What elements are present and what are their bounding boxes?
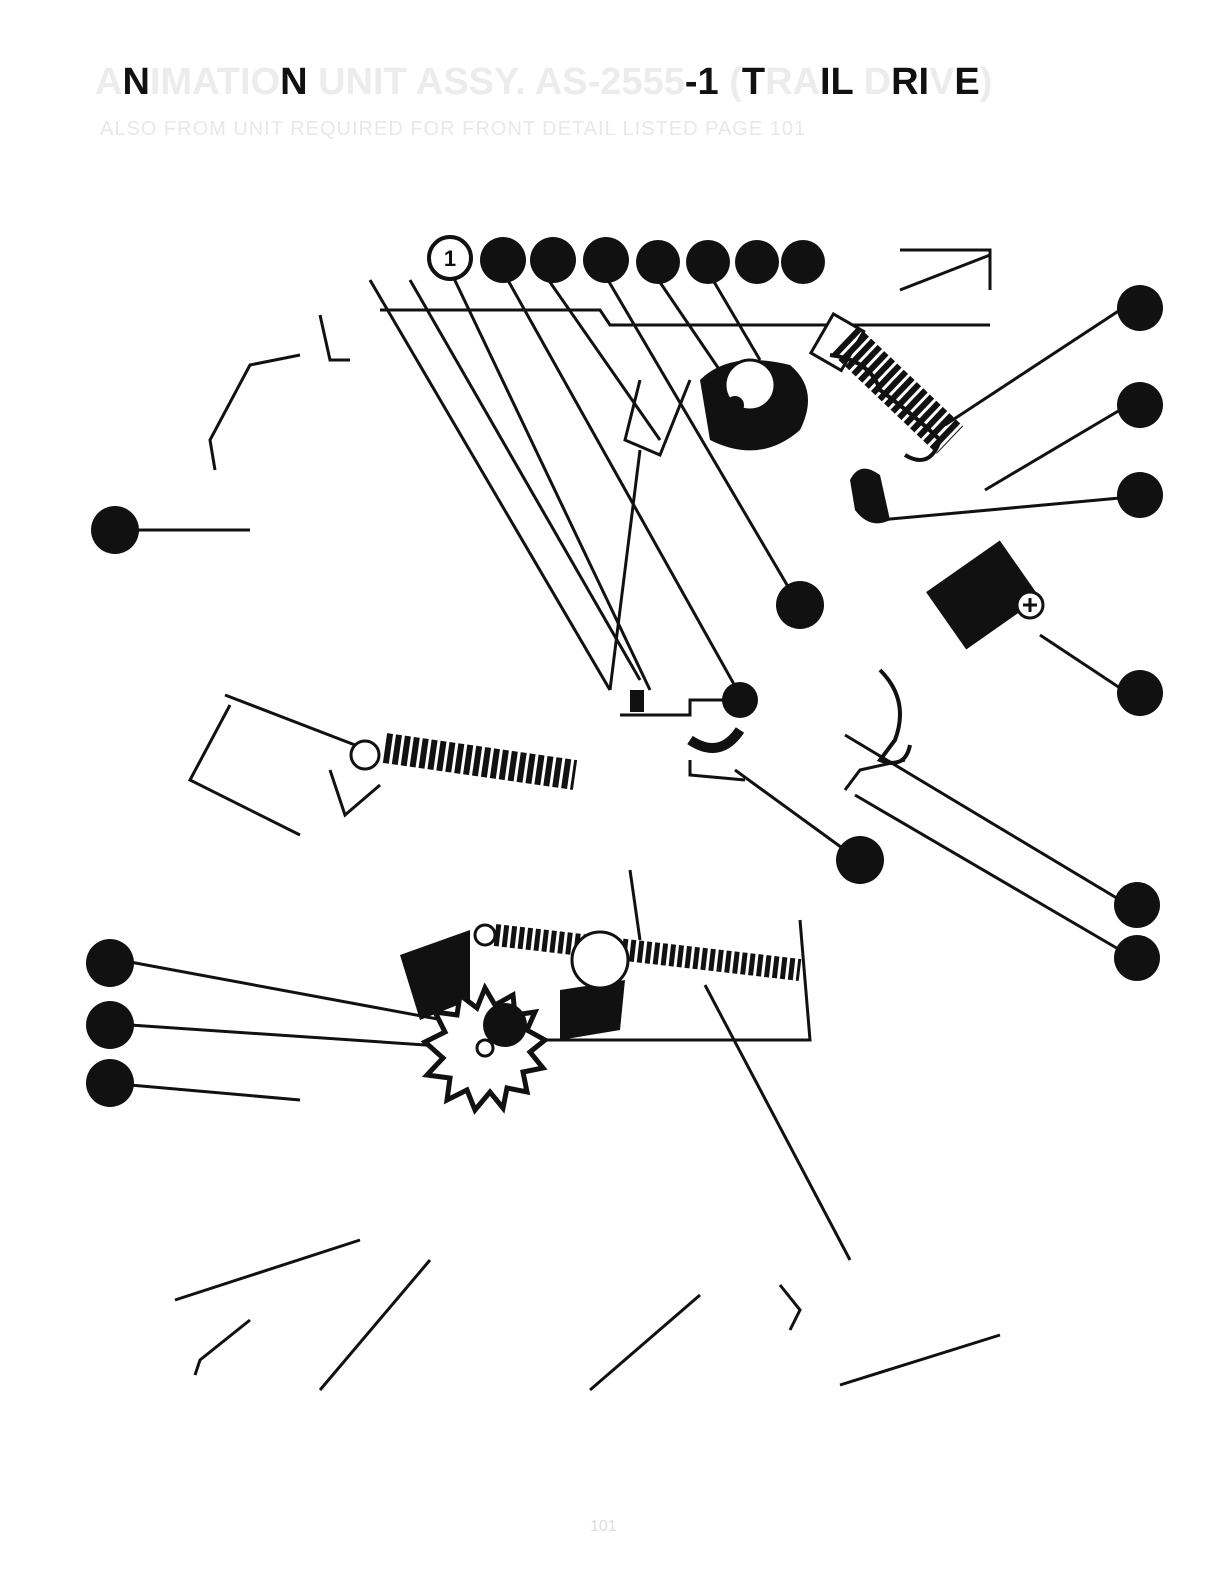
mounting-plate (926, 540, 1040, 650)
callout (480, 237, 526, 283)
spring-middle (382, 733, 578, 790)
title-segment: IL (819, 61, 854, 103)
title-segment: -1 (684, 61, 719, 103)
title-segment: V (929, 61, 955, 103)
callout (1117, 382, 1163, 428)
callout-outlined (427, 235, 473, 281)
clamp (850, 468, 890, 524)
callout (836, 836, 884, 884)
callout (1114, 935, 1160, 981)
bracket-assembly (630, 311, 1045, 765)
bearing (722, 682, 758, 718)
page-subtitle: ALSO FROM UNIT REQUIRED FOR FRONT DETAIL… (100, 118, 807, 140)
hub-screw (726, 396, 744, 414)
leader-lines (129, 269, 1121, 1261)
callout (91, 506, 139, 554)
callout (1117, 670, 1163, 716)
gear-shaft (483, 1003, 527, 1047)
callout (1117, 285, 1163, 331)
callout-outlined-label: 1 (444, 246, 456, 271)
callout (530, 237, 576, 283)
title-segment: D (853, 61, 892, 103)
title-segment: E (954, 61, 980, 103)
callout (86, 1001, 134, 1049)
callout (583, 237, 629, 283)
title-segment: ) (979, 61, 993, 103)
page-number: 101 (590, 1518, 617, 1535)
callout (776, 581, 824, 629)
callout (636, 240, 680, 284)
title-segment: ( (718, 61, 742, 103)
spring-lower (493, 924, 802, 981)
callout-markers: 1 (86, 235, 1163, 1107)
title-segment: IMATIO (149, 61, 281, 103)
title-segment: UNIT ASSY. AS-2555 (307, 61, 685, 103)
title-segment: RI (891, 61, 930, 103)
page-title: ANIMATION UNIT ASSY. AS-2555-1 (TRAIL DR… (95, 61, 1175, 104)
title-segment: T (741, 61, 766, 103)
callout (735, 240, 779, 284)
callout (1114, 882, 1160, 928)
gear-assembly (400, 930, 630, 1115)
springs (349, 326, 964, 981)
callout (781, 240, 825, 284)
title-segment: RA (765, 61, 820, 103)
spring-upper (831, 326, 964, 454)
callout (86, 939, 134, 987)
title-segment: N (122, 61, 150, 103)
title-segment: N (280, 61, 308, 103)
title-segment: A (95, 61, 123, 103)
callout (86, 1059, 134, 1107)
callout (686, 240, 730, 284)
callout (1117, 472, 1163, 518)
